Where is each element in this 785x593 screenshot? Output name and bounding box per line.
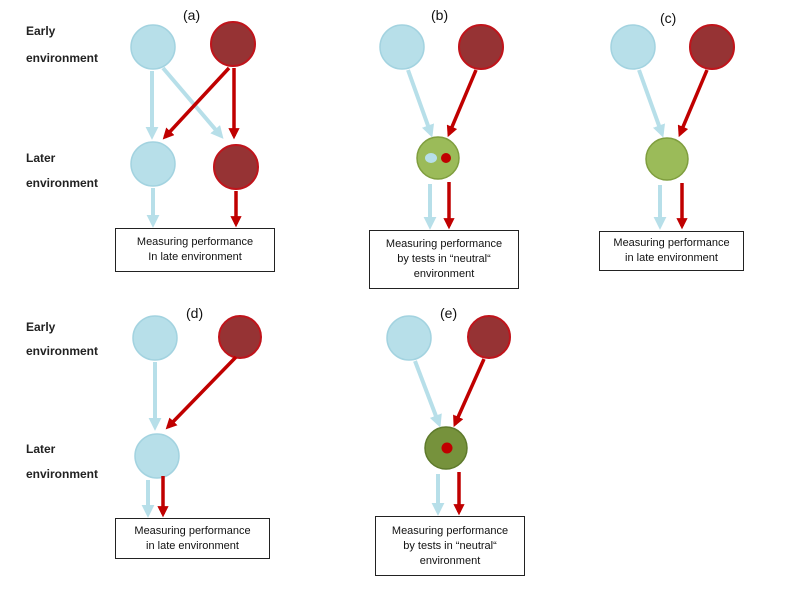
- row-label-early: Early: [26, 320, 56, 334]
- measure-box-line: Measuring performance: [391, 524, 509, 537]
- early-red-node: [467, 315, 511, 359]
- measure-box-line: environment: [413, 268, 475, 280]
- measure-box-line: environment: [419, 554, 481, 567]
- measure-box-a: Measuring performance In late environmen…: [115, 228, 275, 272]
- panel-letter-a: (a): [183, 7, 201, 23]
- early-red-node: [689, 24, 735, 70]
- later-green-node: [645, 137, 689, 181]
- early-blue-node: [379, 24, 425, 70]
- panel-letter-e: (e): [440, 305, 458, 321]
- row-label-environment: environment: [26, 467, 99, 481]
- panel-a: [130, 21, 259, 228]
- early-blue-node: [132, 315, 178, 361]
- panel-d: [132, 315, 262, 518]
- measure-box-line: by tests in “neutral“: [403, 539, 497, 552]
- blue-dot: [425, 153, 437, 163]
- arrow-red-early-to-later: [453, 358, 486, 428]
- measure-box-line: in late environment: [146, 539, 239, 552]
- early-blue-node: [130, 24, 176, 70]
- later-blue-node: [130, 141, 176, 187]
- row-label-environment: environment: [26, 51, 99, 65]
- arrow-blue-early-to-later: [413, 360, 442, 428]
- arrow-blue-early-to-mixed: [406, 69, 434, 138]
- early-blue-node: [610, 24, 656, 70]
- early-red-node: [458, 24, 504, 70]
- later-mixed-node: [416, 136, 460, 180]
- measure-box-d: Measuring performance in late environmen…: [115, 518, 270, 559]
- later-blue-node: [134, 433, 180, 479]
- row-label-later: Later: [26, 442, 56, 456]
- measure-box-line: in late environment: [625, 252, 718, 264]
- measure-box-line: Measuring performance: [134, 524, 251, 537]
- panel-letter-c: (c): [660, 10, 677, 26]
- row-label-early: Early: [26, 24, 56, 38]
- panel-letter-d: (d): [186, 305, 204, 321]
- red-dot: [441, 153, 451, 163]
- red-dot: [441, 442, 453, 454]
- panel-e: [386, 315, 511, 516]
- arrow-blue-early-to-later: [637, 69, 665, 138]
- measure-box-e: Measuring performance by tests in “neutr…: [375, 516, 525, 576]
- arrow-red-early-to-later: [165, 355, 238, 430]
- row-label-environment: environment: [26, 176, 99, 190]
- measure-box-line: Measuring performance: [136, 236, 254, 248]
- measure-box-line: by tests in “neutral“: [397, 253, 491, 265]
- early-red-node: [210, 21, 256, 67]
- measure-box-line: Measuring performance: [385, 238, 503, 250]
- early-red-node: [218, 315, 262, 359]
- measure-box-line: Measuring performance: [613, 237, 730, 249]
- measure-box-line: In late environment: [148, 251, 242, 263]
- arrow-red-early-to-later-blue: [162, 66, 231, 140]
- panel-c: [610, 24, 735, 230]
- row-label-environment: environment: [26, 344, 99, 358]
- row-label-later: Later: [26, 151, 56, 165]
- early-blue-node: [386, 315, 432, 361]
- arrow-blue-early-to-later-red: [161, 66, 224, 139]
- later-red-node: [213, 144, 259, 190]
- arrow-red-early-to-mixed: [446, 69, 478, 138]
- arrow-red-early-to-later: [677, 69, 709, 138]
- panel-b: [379, 24, 504, 230]
- measure-box-b: Measuring performance by tests in “neutr…: [369, 230, 519, 289]
- panel-letter-b: (b): [431, 7, 449, 23]
- measure-box-c: Measuring performance in late environmen…: [599, 231, 744, 271]
